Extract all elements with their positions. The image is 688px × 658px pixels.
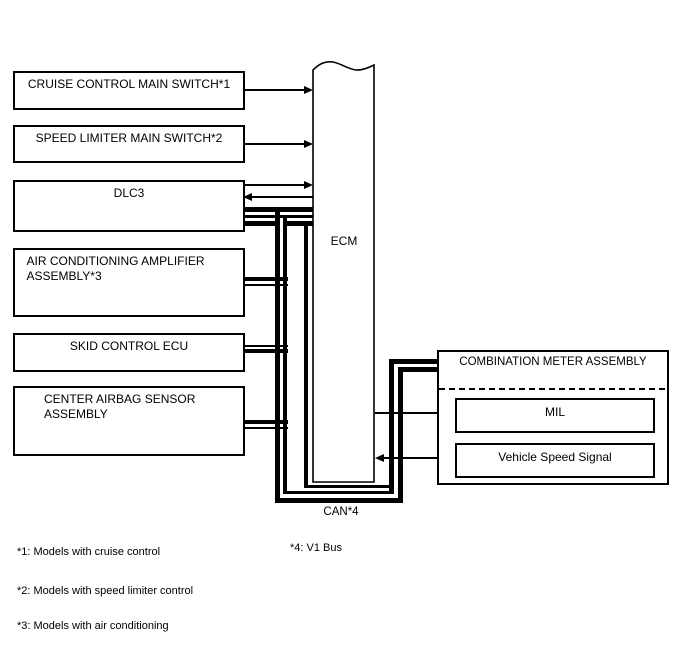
note-4: *4: V1 Bus: [290, 542, 342, 554]
can-stub-ac-amplifier-line1: [243, 277, 288, 281]
meter-divider-dashed-line: [439, 388, 665, 390]
note-1: *1: Models with cruise control: [17, 546, 161, 558]
can-trunk-meter-line1: [389, 359, 437, 364]
can-rail-left-inner: [304, 221, 308, 487]
mil-box: MIL: [455, 398, 655, 433]
can-rail-right-outer: [398, 367, 403, 503]
arrow-left-icon: [243, 192, 252, 201]
module-box-center-airbag-sensor: CENTER AIRBAG SENSOR ASSEMBLY: [13, 386, 245, 456]
module-box-air-conditioning-amplifier: AIR CONDITIONING AMPLIFIER ASSEMBLY*3: [13, 248, 245, 317]
module-box-dlc3: DLC3: [13, 180, 245, 232]
can-stub-skid-control-line2: [243, 349, 288, 353]
module-box-speed-limiter-main-switch: SPEED LIMITER MAIN SWITCH*2: [13, 125, 245, 163]
can-rail-left-outer: [275, 207, 280, 503]
note-3: *3: Models with air conditioning: [17, 620, 169, 632]
vehicle-speed-signal-box: Vehicle Speed Signal: [455, 443, 655, 478]
can-bus-label: CAN*4: [323, 506, 359, 518]
ecm-box: [312, 60, 375, 483]
can-rail-right-inner: [389, 359, 394, 494]
can-trunk-meter-line2: [398, 367, 437, 372]
arrow-right-icon: [304, 85, 313, 94]
can-stub-ac-amplifier-line2: [243, 284, 288, 286]
arrow-right-icon: [304, 139, 313, 148]
module-box-cruise-control-main-switch: CRUISE CONTROL MAIN SWITCH*1: [13, 71, 245, 110]
module-label: AIR CONDITIONING AMPLIFIER ASSEMBLY*3: [26, 254, 205, 283]
arrow-left-icon: [375, 453, 384, 462]
can-stub-skid-control-line1: [243, 345, 288, 347]
module-label: SPEED LIMITER MAIN SWITCH*2: [35, 131, 223, 145]
mil-label: MIL: [544, 405, 565, 419]
can-trunk-dlc3-line3-right: [283, 221, 313, 226]
vehicle-speed-signal-label: Vehicle Speed Signal: [498, 450, 612, 464]
ecm-label: ECM: [330, 234, 358, 248]
module-label: SKID CONTROL ECU: [69, 339, 189, 353]
arrow-right-icon: [304, 180, 313, 189]
combination-meter-title: COMBINATION METER ASSEMBLY: [459, 356, 647, 368]
can-bottom-inner: [304, 485, 391, 488]
module-label: CRUISE CONTROL MAIN SWITCH*1: [27, 77, 231, 91]
module-label: DLC3: [113, 186, 145, 200]
can-trunk-dlc3-line3-left: [243, 221, 277, 226]
can-bottom-mid: [283, 491, 394, 494]
can-stub-airbag-sensor-line2: [243, 427, 288, 429]
module-box-skid-control-ecu: SKID CONTROL ECU: [13, 333, 245, 372]
can-bottom-outer: [275, 498, 403, 503]
note-2: *2: Models with speed limiter control: [17, 585, 194, 597]
can-stub-airbag-sensor-line1: [243, 420, 288, 424]
can-rail-left-mid: [283, 215, 287, 494]
module-label: CENTER AIRBAG SENSOR ASSEMBLY: [44, 392, 196, 421]
